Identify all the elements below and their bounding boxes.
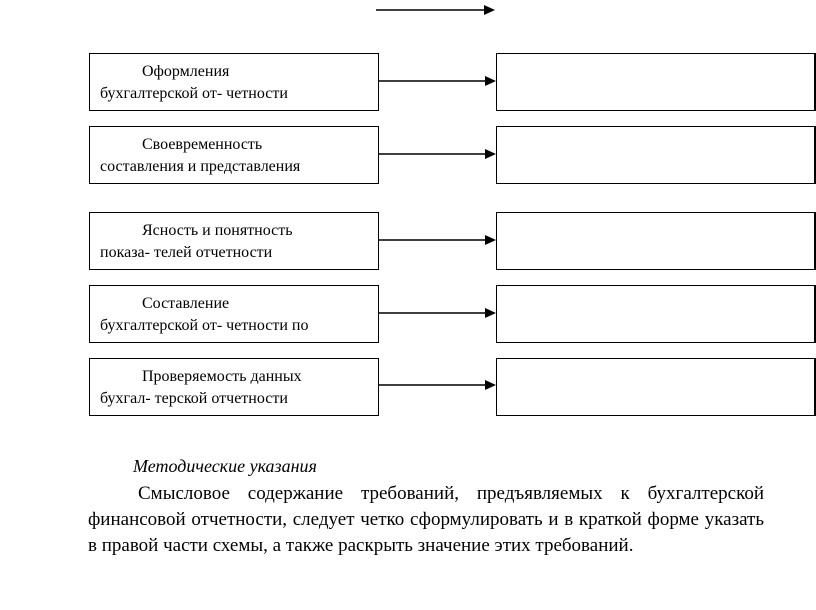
requirement-label: Оформления [142,63,230,80]
answer-box-4[interactable] [496,285,816,343]
requirement-label: показа- телей отчетности [100,244,273,261]
connector-arrow [379,380,496,390]
requirement-box-2: Своевременность составления и представле… [89,126,379,184]
answer-box-2[interactable] [496,126,816,184]
connector-arrow [379,149,496,159]
requirement-box-5: Проверяемость данных бухгал- терской отч… [89,358,379,416]
answer-box-1[interactable] [496,53,816,111]
requirement-box-4: Составление бухгалтерской от- четности п… [89,285,379,343]
connector-arrow [379,76,496,86]
requirement-label: бухгалтерской от- четности [100,85,288,102]
requirement-label: составления и представления [100,158,301,175]
answer-box-3[interactable] [496,212,816,270]
requirement-label: Проверяемость данных [142,368,302,385]
requirement-label: Ясность и понятность [142,222,293,239]
requirement-label: бухгалтерской от- четности по [100,317,309,334]
requirement-label: Составление [142,295,230,312]
requirement-box-1: Оформления бухгалтерской от- четности [89,53,379,111]
connector-arrow [379,308,496,318]
requirement-label: Своевременность [142,136,263,153]
connector-arrow [379,235,496,245]
requirement-label: бухгал- терской отчетности [100,390,288,407]
top-arrow [376,5,495,15]
requirement-box-3: Ясность и понятность показа- телей отчет… [89,212,379,270]
answer-box-5[interactable] [496,358,816,416]
instructions-text: Смысловое содержание требований, предъяв… [88,483,764,556]
instructions-title: Методические указания [133,456,317,476]
